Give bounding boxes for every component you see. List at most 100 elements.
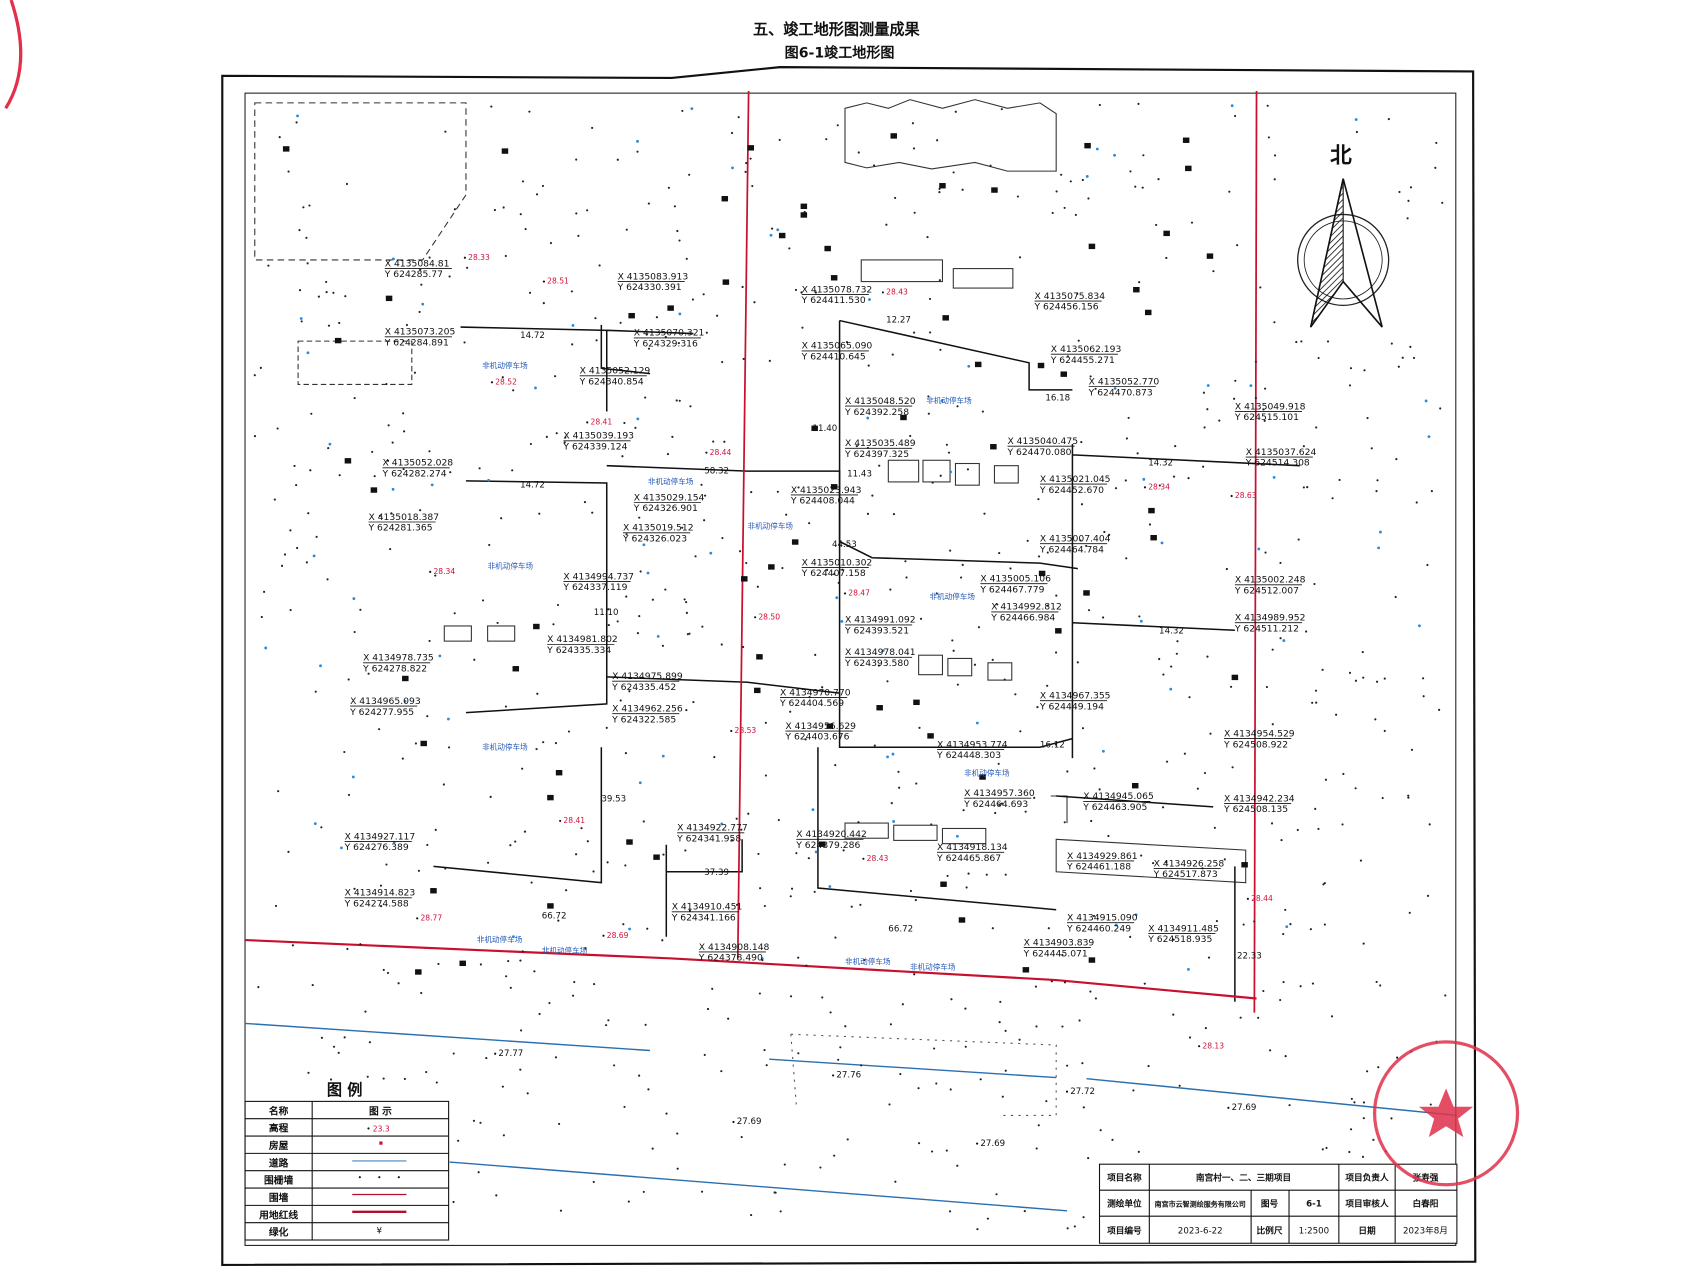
survey-point [703,1053,706,1057]
survey-point [619,699,622,702]
survey-point [500,517,503,520]
survey-point [1026,539,1029,542]
survey-point [1271,648,1274,651]
survey-point [877,664,880,667]
survey-point [352,597,356,600]
survey-point [504,254,507,258]
survey-point [1037,1124,1040,1127]
distance-label: 66.72 [542,911,567,921]
survey-point [1187,967,1190,971]
survey-point [929,331,932,334]
building-symbol [721,196,729,202]
survey-point [678,312,682,316]
survey-point [447,717,450,721]
building-symbol [459,960,466,967]
survey-point [1098,103,1101,107]
survey-point [554,375,557,378]
survey-point [542,302,545,305]
survey-point [950,998,953,1001]
coord-y: Y 624408.044 [790,496,855,507]
legend-row-label: 高程 [269,1122,289,1135]
coord-x: X 4134914.823 [345,888,416,899]
survey-point [1055,594,1058,597]
survey-point [343,750,346,754]
survey-point [586,209,589,212]
survey-point [1143,982,1146,985]
survey-point [623,1105,626,1108]
distance-label: 14.72 [520,331,545,341]
survey-point [1441,201,1444,204]
wall-lines [433,319,1300,1002]
survey-point [1284,1055,1287,1058]
survey-point [1035,1147,1038,1150]
survey-point [833,573,836,576]
survey-point [1003,678,1006,681]
surveyor: 南宫市云智测绘服务有限公司 [1155,1199,1246,1208]
elevation-label: 28.13 [1202,1041,1224,1050]
building-symbol [282,146,290,152]
survey-point [666,453,670,456]
survey-point [745,162,748,165]
survey-point [837,581,840,584]
survey-point [382,1077,385,1080]
elevation-point [881,291,884,294]
survey-point [538,512,541,515]
survey-point [1160,541,1164,545]
survey-point [1295,340,1298,344]
coord-x: X 4135023.943 [791,485,862,496]
survey-point [552,623,555,626]
coord-x: X 4135048.520 [845,396,916,407]
survey-point [519,1029,523,1032]
survey-point [1410,748,1414,751]
survey-point [1000,802,1004,805]
coord-x: X 4135073.205 [385,327,456,338]
survey-point [935,1082,938,1085]
survey-point [419,509,422,512]
survey-point [996,603,999,606]
survey-point [795,852,798,855]
parking-area-label: 非机动停车场 [648,476,694,486]
survey-point [866,512,870,515]
survey-point [909,434,912,438]
survey-point [509,844,512,847]
coord-y: Y 624392.258 [844,407,909,418]
survey-point [1297,538,1300,541]
survey-point [686,633,689,636]
survey-point [1390,342,1393,345]
building-symbol [512,666,520,672]
survey-point [426,843,429,847]
survey-point [1175,652,1178,655]
survey-point [776,228,780,232]
survey-point [930,823,933,826]
survey-point [781,566,784,570]
survey-point [681,526,684,529]
parking-area-label: 非机动停车场 [748,520,794,530]
survey-point [949,470,952,474]
survey-point [1138,281,1141,284]
survey-point [391,441,394,444]
survey-point [449,471,452,474]
coord-y: Y 624330.391 [617,282,682,293]
survey-point [347,793,351,796]
survey-point [1370,447,1373,450]
survey-point [263,590,266,593]
survey-point [291,944,294,947]
survey-point [1317,356,1320,360]
distance-label: 39.53 [601,794,626,804]
survey-point [1230,104,1234,108]
survey-point [859,903,862,906]
survey-point [307,512,310,515]
survey-point [1377,1066,1380,1069]
survey-point [319,664,322,668]
survey-point [642,543,646,547]
survey-point [1239,1016,1242,1019]
coord-x: X 4135035.489 [845,438,916,449]
survey-point [1398,190,1401,194]
survey-point [651,598,654,601]
coord-x: X 4134953.774 [937,739,1008,750]
survey-point [1162,673,1165,676]
